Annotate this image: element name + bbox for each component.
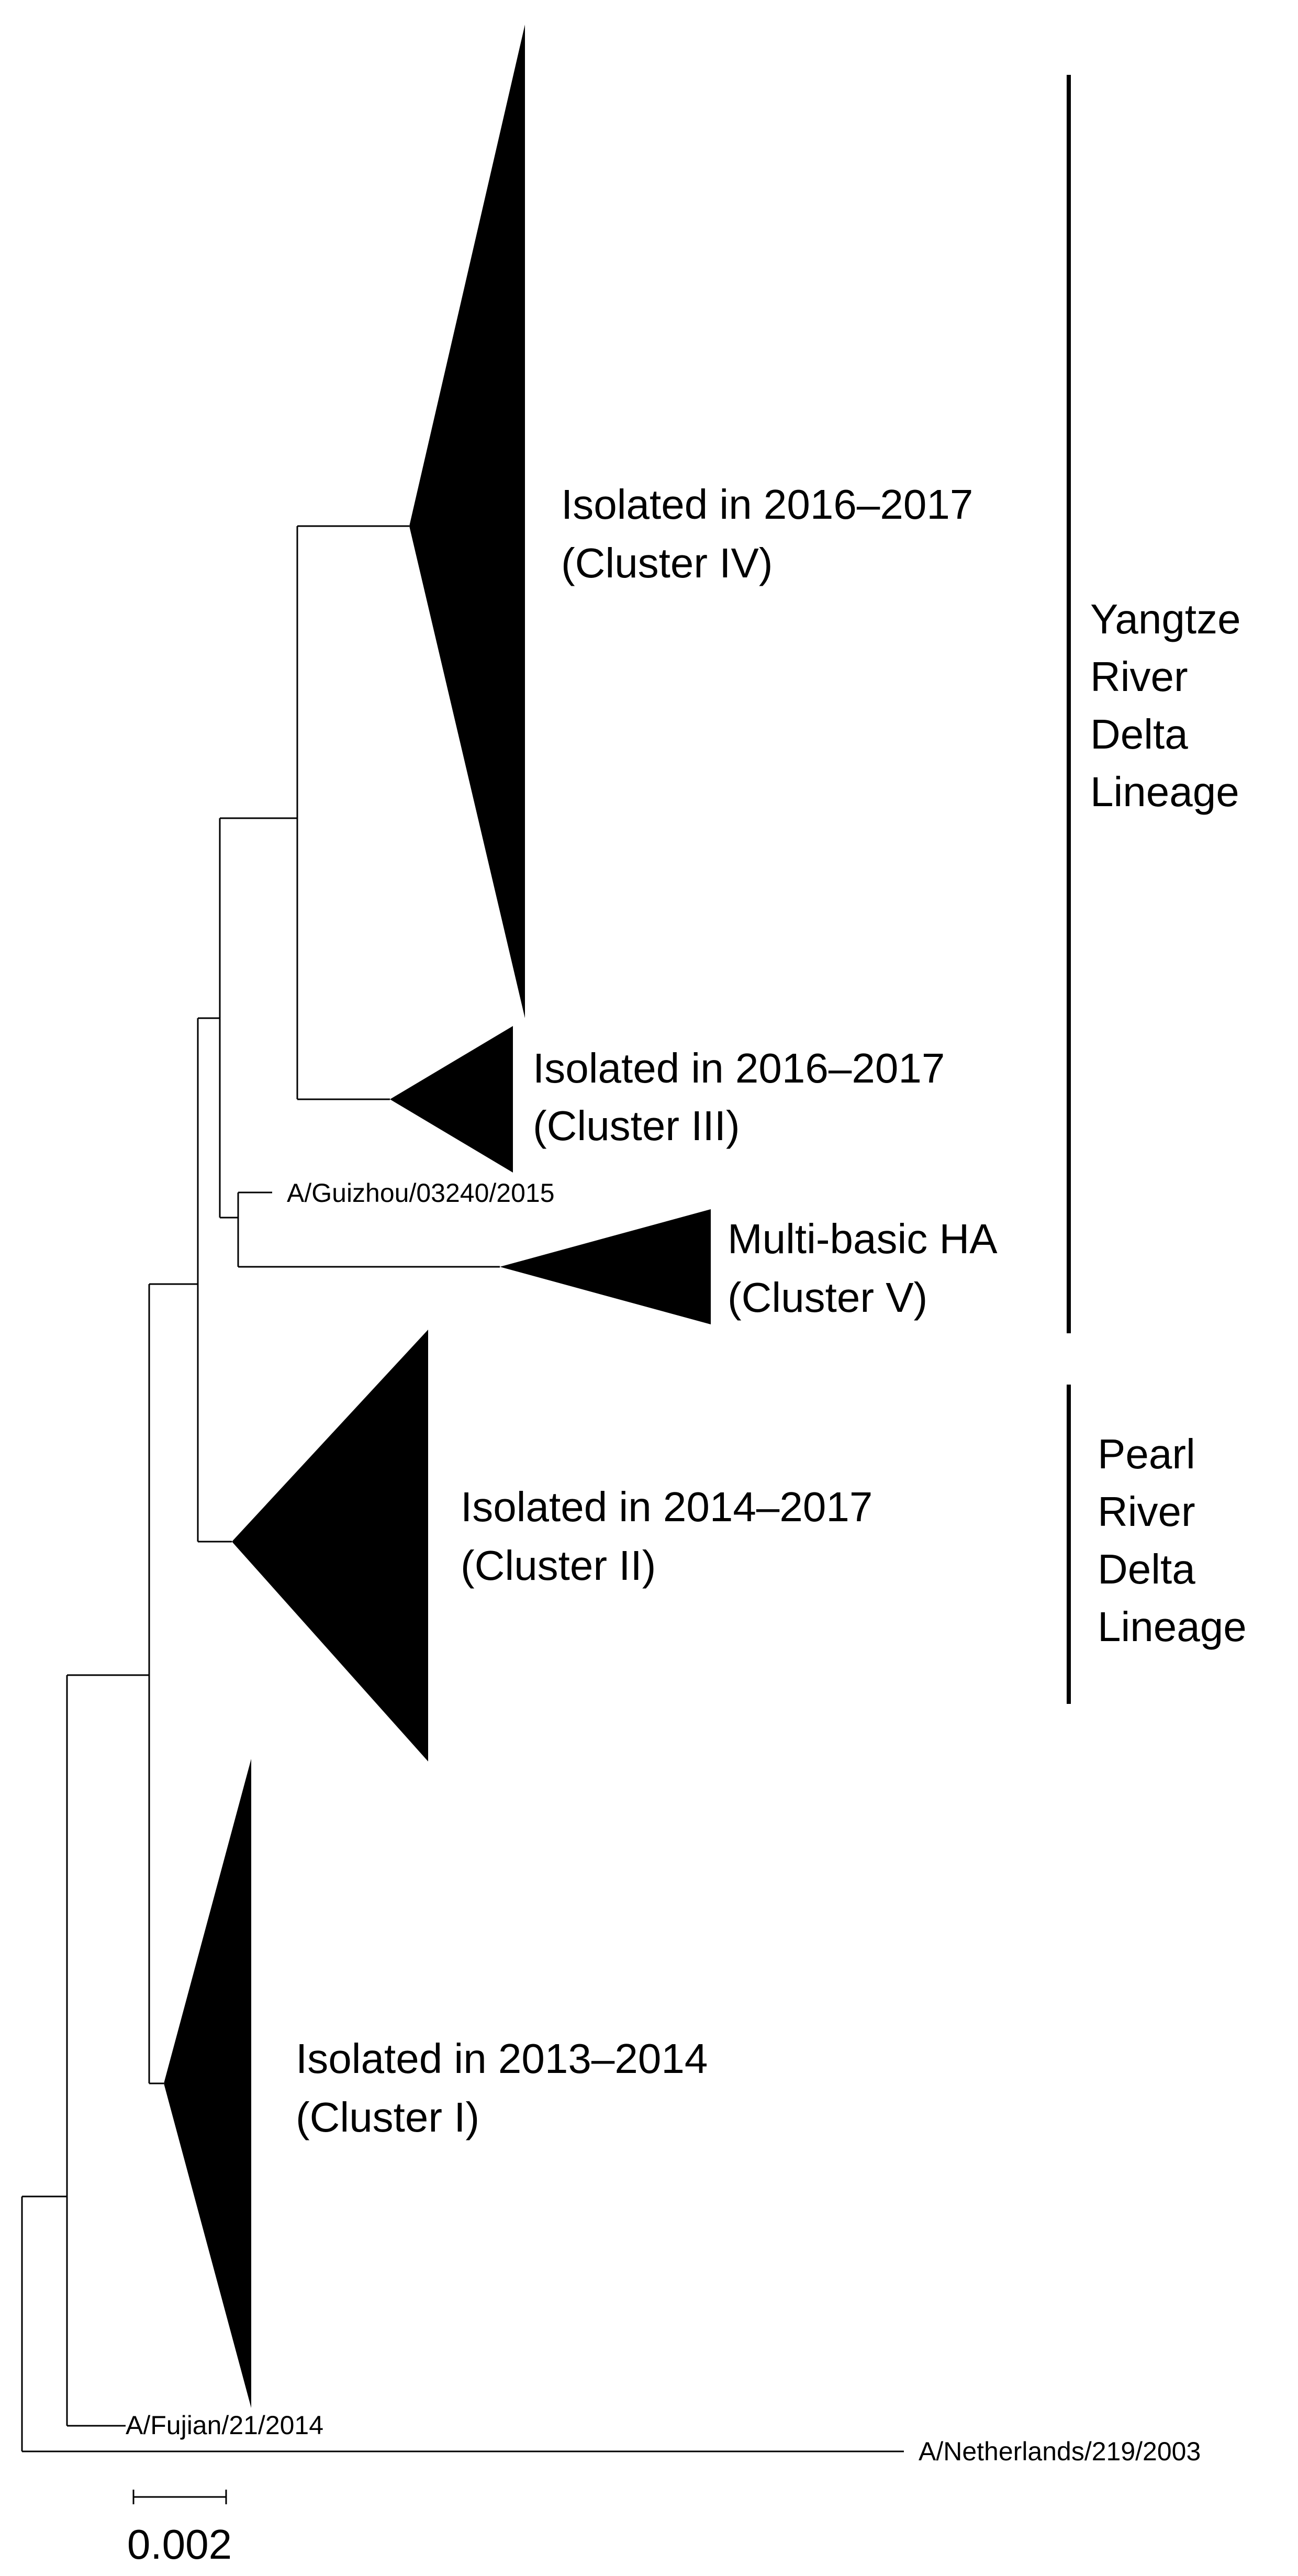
yangtze-label-line4: Lineage — [1090, 768, 1239, 815]
fujian-leaf-label: A/Fujian/21/2014 — [126, 2411, 323, 2440]
cluster-v-label-line2: (Cluster V) — [728, 1274, 927, 1321]
pearl-label-line1: Pearl — [1098, 1431, 1195, 1477]
cluster-iii-label-line2: (Cluster III) — [533, 1102, 740, 1149]
cluster-v-label-line1: Multi-basic HA — [728, 1215, 998, 1262]
guizhou-leaf-label: A/Guizhou/03240/2015 — [287, 1178, 555, 1208]
collapsed-clades — [164, 25, 711, 2408]
cluster-iv-label-line2: (Cluster IV) — [561, 540, 773, 586]
tree-branches — [21, 525, 904, 2452]
yangtze-label-line1: Yangtze — [1090, 596, 1241, 642]
cluster-iii-triangle — [390, 1026, 513, 1173]
lineage-brackets: Yangtze River Delta Lineage Pearl River … — [1067, 75, 1247, 1704]
pearl-label-line3: Delta — [1098, 1546, 1195, 1592]
cluster-labels: Isolated in 2016–2017 (Cluster IV) Isola… — [296, 481, 998, 2140]
cluster-iv-label-line1: Isolated in 2016–2017 — [561, 481, 973, 528]
cluster-ii-label-line2: (Cluster II) — [461, 1542, 656, 1589]
pearl-label-line4: Lineage — [1098, 1603, 1247, 1650]
cluster-i-label-line2: (Cluster I) — [296, 2094, 479, 2140]
leaf-labels: A/Guizhou/03240/2015 A/Fujian/21/2014 A/… — [126, 1178, 1201, 2466]
cluster-i-triangle — [164, 1759, 251, 2408]
cluster-i-label-line1: Isolated in 2013–2014 — [296, 2035, 708, 2082]
cluster-ii-label-line1: Isolated in 2014–2017 — [461, 1484, 872, 1530]
scale-bar-label: 0.002 — [127, 2521, 232, 2568]
cluster-iii-label-line1: Isolated in 2016–2017 — [533, 1045, 945, 1091]
cluster-ii-triangle — [232, 1330, 428, 1761]
pearl-label-line2: River — [1098, 1488, 1195, 1535]
yangtze-label-line2: River — [1090, 653, 1188, 700]
cluster-v-triangle — [500, 1209, 711, 1324]
scale-bar: 0.002 — [127, 2490, 232, 2568]
cluster-iv-triangle — [409, 25, 525, 1018]
scale-bar-line — [132, 2490, 227, 2504]
netherlands-leaf-label: A/Netherlands/219/2003 — [919, 2437, 1201, 2466]
yangtze-label-line3: Delta — [1090, 711, 1188, 757]
